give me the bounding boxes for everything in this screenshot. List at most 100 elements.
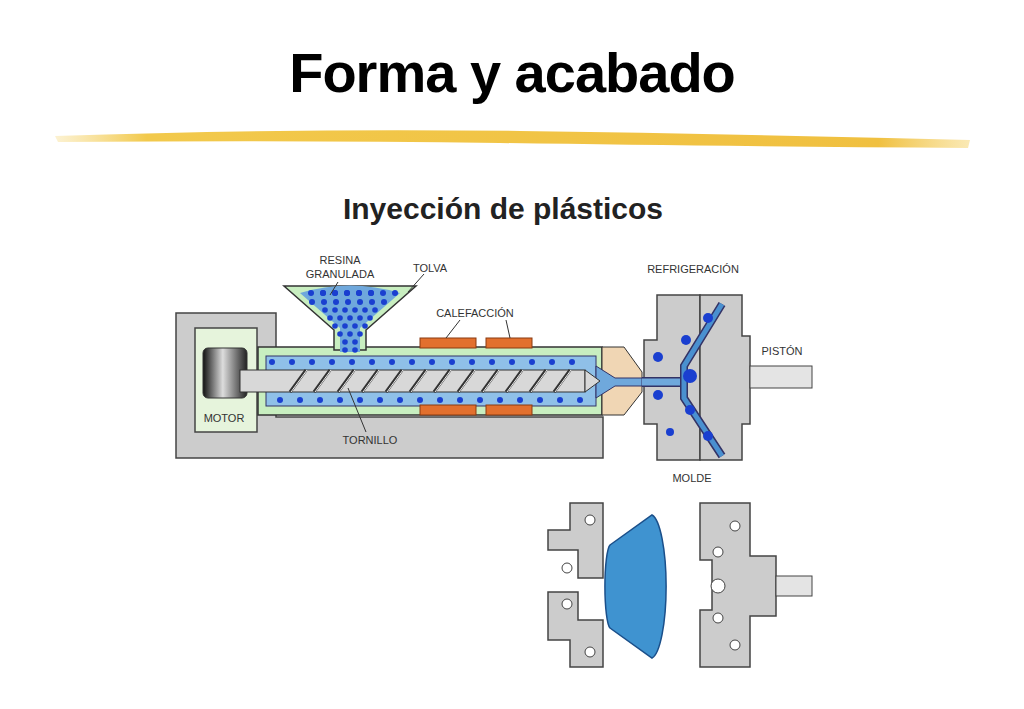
mould-piece-right [700,503,776,667]
mould-piece-upper [548,503,603,578]
hopper-pellets-part [332,307,338,313]
cooling-channels-part [653,352,663,362]
hopper-pellets-part [392,290,398,296]
mould-half-right [700,295,750,460]
hopper-pellets-part [352,307,358,313]
resin-pellets-part [497,397,503,403]
part-label: MOLDE [672,472,711,486]
screw-flights-part [386,370,402,392]
cooling-holes [562,515,740,657]
hopper-pellets-part [320,290,326,296]
resin-pellets-part [537,397,543,403]
screw-flights-part [362,370,378,392]
resin-pellets-part [517,397,523,403]
hopper-pellets-part [342,339,348,345]
screw-flights-part [531,370,547,392]
resin-pellets-part [337,397,343,403]
screw-flights-part [410,370,426,392]
resin-pellets-part [297,397,303,403]
hopper-pellets [308,290,398,353]
resin-pellets-part [577,397,583,403]
leader-lines-part [506,320,510,338]
hopper-pellets-part [321,299,327,305]
sprue-fill [642,379,684,386]
resin-pellets-part [437,397,443,403]
screw-flights-part [434,370,450,392]
screw-flights-part [291,370,307,392]
part-label: RESINA GRANULADA [305,254,375,282]
cooling-channels-part [703,431,713,441]
cooling-channels [653,313,713,441]
hopper-pellets-part [347,331,353,337]
mould-cavity-fill [684,304,722,456]
part-label: MOTOR [204,412,245,426]
cooling-holes-part [562,563,572,573]
cooling-channels-part [681,335,691,345]
hopper-pellets-part [368,290,374,296]
hopper-pellets-part [372,307,378,313]
screw-flights-part [315,370,331,392]
hopper-pellets-part [344,290,350,296]
hopper-pellets-part [308,290,314,296]
resin-pellets-part [397,397,403,403]
resin-pellets-part [269,359,275,365]
hopper-pellets-part [347,315,353,321]
resin-pellets-part [369,359,375,365]
hopper-pellets-part [344,290,350,296]
resin-pellets-part [417,397,423,403]
heater-bands [420,338,532,415]
part-label: PISTÓN [762,345,803,359]
hopper-pellets-part [333,299,339,305]
cooling-holes-part [713,547,723,557]
machine-housing [176,313,603,458]
hopper-pellets-part [357,331,363,337]
hopper-pellets-part [332,323,338,329]
cooling-holes-part [585,515,595,525]
sprue [642,377,684,387]
hopper-pellets-part [357,299,363,305]
hopper-pellets-part [352,323,358,329]
cooling-holes-part [730,521,740,531]
hopper-pellets-part [322,307,328,313]
leader-lines-part [408,274,424,292]
hopper-pellets-part [367,315,373,321]
cooling-channels-part [653,390,663,400]
resin-pellets-part [289,359,295,365]
screw-flights-part [507,370,523,392]
hopper-pellets-part [337,331,343,337]
screw-flights-part [338,370,354,392]
screw-tip [585,370,600,392]
screw-flights-part [555,370,571,392]
moulded-part [605,515,666,658]
hopper-pellets-part [342,347,348,353]
screw-flights-part [435,370,451,392]
hopper-pellets-part [368,290,374,296]
resin-pellets-part [549,359,555,365]
hopper-pellets-part [369,299,375,305]
resin-pellets-part [469,359,475,365]
hopper-pellets-part [345,299,351,305]
highlight-stroke [55,130,970,148]
slide-title: Forma y acabado [289,40,735,105]
resin-pellets-part [309,359,315,365]
mould-piece-lower [548,592,603,667]
resin-pellets-part [457,397,463,403]
hopper-pellets-part [381,299,387,305]
screw-shaft [240,370,585,392]
hopper-pellets-part [357,315,363,321]
cooling-holes-part [713,613,723,623]
hopper-pellets-part [356,290,362,296]
resin-pellets-part [489,359,495,365]
screw-flights-part [339,370,355,392]
hopper-pellets-part [352,347,358,353]
mould-cavity [684,304,722,456]
hopper-pellets-part [342,323,348,329]
heater-bands-part [420,405,476,415]
resin-pellets-part [357,397,363,403]
cooling-holes-part [562,599,572,609]
resin-pellets-part [477,397,483,403]
hopper-pellets-part [342,307,348,313]
part-label: CALEFACCIÓN [436,307,514,321]
